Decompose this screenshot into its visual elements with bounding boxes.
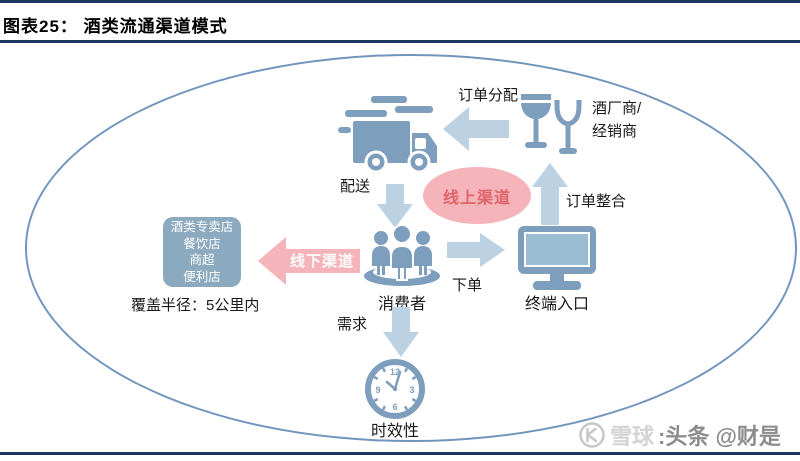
xueqiu-logo-icon	[579, 422, 605, 448]
arrow-terminal-to-producer	[532, 163, 568, 225]
consumer-label: 消费者	[377, 296, 426, 313]
arrow-producer-to-truck	[443, 107, 509, 151]
delivery-truck-icon	[338, 93, 442, 175]
watermark-suffix: :头条 @财是	[658, 424, 781, 449]
watermark-brand: 雪球	[610, 424, 655, 449]
store-line: 餐饮店	[183, 236, 221, 251]
clock-number-6: 6	[392, 402, 397, 412]
producer-label: 酒厂商/ 经销商	[592, 97, 641, 143]
order-integration-label: 订单整合	[566, 193, 627, 210]
delivery-label: 配送	[340, 178, 371, 195]
arrow-consumer-to-clock	[383, 307, 419, 357]
clock-number-9: 9	[375, 385, 380, 395]
figure-title: 图表25： 酒类流通渠道模式	[3, 17, 228, 36]
wine-glasses-icon	[521, 90, 585, 164]
top-rule	[0, 0, 800, 3]
store-line: 便利店	[183, 269, 221, 284]
watermark: 雪球 :头条 @财是	[578, 419, 781, 451]
online-channel-badge: 线上渠道	[423, 167, 531, 224]
store-line: 酒类专卖店	[170, 220, 234, 234]
coverage-radius-label: 覆盖半径：5公里内	[131, 297, 260, 314]
terminal-label: 终端入口	[524, 296, 589, 313]
consumers-group-icon	[360, 221, 444, 287]
arrow-truck-to-consumer	[377, 184, 413, 228]
producer-line1: 酒厂商/	[592, 100, 642, 117]
order-allocation-label: 订单分配	[457, 87, 518, 104]
online-channel-label: 线上渠道	[442, 189, 511, 207]
offline-stores-box: 酒类专卖店 餐饮店 商超 便利店	[163, 217, 241, 287]
store-line: 商超	[189, 253, 215, 267]
clock-icon: 12 3 6 9	[364, 358, 426, 420]
clock-number-3: 3	[409, 385, 414, 395]
diagram-boundary-ellipse	[25, 54, 797, 442]
terminal-monitor-icon	[512, 226, 602, 290]
timeliness-label: 时效性	[370, 423, 419, 440]
demand-label: 需求	[337, 316, 368, 333]
bottom-rule	[0, 452, 800, 455]
producer-line2: 经销商	[592, 123, 638, 140]
offline-channel-arrow: 线下渠道	[258, 237, 360, 285]
place-order-label: 下单	[452, 277, 483, 294]
title-underline-rule	[0, 40, 800, 43]
arrow-consumer-to-terminal	[447, 233, 505, 267]
offline-channel-label: 线下渠道	[289, 253, 354, 270]
clock-number-12: 12	[390, 367, 400, 377]
